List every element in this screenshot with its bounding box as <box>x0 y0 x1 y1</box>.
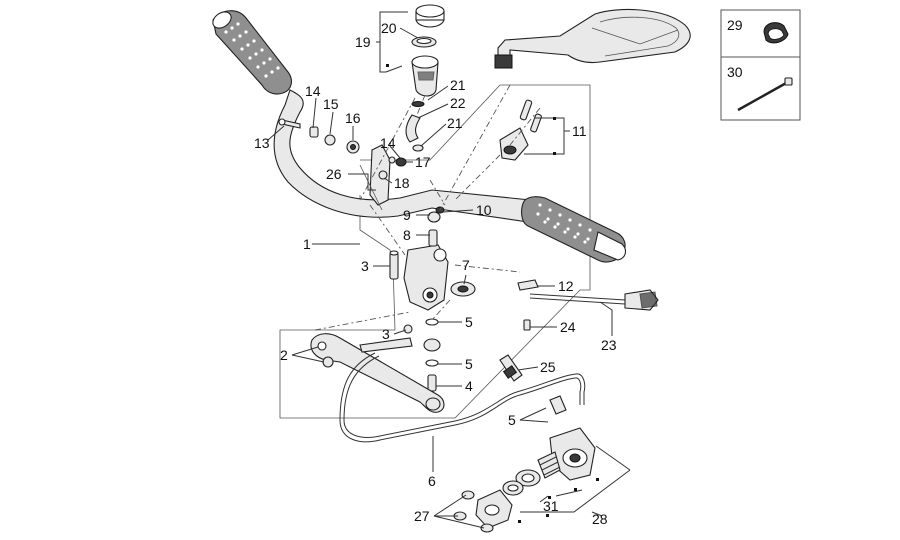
switch-clamp <box>499 99 542 161</box>
slave-cylinder <box>453 427 596 533</box>
bleed-valve <box>499 354 523 382</box>
label-7: 7 <box>462 257 470 273</box>
label-14b: 14 <box>380 135 396 151</box>
label-2: 2 <box>280 347 288 363</box>
handlebar <box>212 10 627 263</box>
clutch-hose <box>339 337 586 443</box>
label-17: 17 <box>415 154 431 170</box>
label-23: 23 <box>601 337 617 353</box>
label-21b: 21 <box>447 115 463 131</box>
brake-fluid-reservoir <box>411 4 445 97</box>
label-9: 9 <box>403 207 411 223</box>
label-25: 25 <box>540 359 556 375</box>
label-29: 29 <box>727 17 743 33</box>
cable-tie <box>737 77 793 112</box>
label-14a: 14 <box>305 83 321 99</box>
master-cylinder <box>403 206 449 311</box>
label-15: 15 <box>323 96 339 112</box>
label-31: 31 <box>543 498 559 514</box>
pivot-pin <box>389 250 399 280</box>
left-grip <box>212 10 292 95</box>
label-5b: 5 <box>465 356 473 372</box>
label-1: 1 <box>303 236 311 252</box>
label-27: 27 <box>414 508 430 524</box>
switch-cable <box>517 279 659 331</box>
label-28: 28 <box>592 511 608 527</box>
label-4: 4 <box>465 378 473 394</box>
label-5a: 5 <box>465 314 473 330</box>
accessory-panel: 29 30 <box>720 9 801 121</box>
right-grip <box>521 196 627 263</box>
label-10: 10 <box>476 202 492 218</box>
label-11: 11 <box>572 123 587 139</box>
clutch-lever <box>310 333 445 413</box>
label-5c: 5 <box>508 412 516 428</box>
leader-lines <box>267 11 631 529</box>
mirror <box>494 8 691 69</box>
label-20: 20 <box>381 20 397 36</box>
bracket-hardware <box>278 118 396 211</box>
callout-labels: 1 2 3 3 4 5 5 5 6 7 8 9 10 11 12 13 14 1… <box>254 20 617 527</box>
label-12: 12 <box>558 278 574 294</box>
assembly-lines <box>314 84 541 331</box>
label-21a: 21 <box>450 77 466 93</box>
label-16: 16 <box>345 110 361 126</box>
label-22: 22 <box>450 95 466 111</box>
label-3a: 3 <box>361 258 369 274</box>
label-3b: 3 <box>382 326 390 342</box>
label-30: 30 <box>727 64 743 80</box>
reservoir-hose <box>395 94 426 167</box>
label-6: 6 <box>428 473 436 489</box>
reference-markers <box>386 64 599 523</box>
label-24: 24 <box>560 319 576 335</box>
rubber-boot <box>450 281 476 297</box>
hose-clip <box>763 22 789 44</box>
label-13: 13 <box>254 135 270 151</box>
label-19: 19 <box>355 34 371 50</box>
label-26: 26 <box>326 166 342 182</box>
label-18: 18 <box>394 175 410 191</box>
label-8: 8 <box>403 227 411 243</box>
